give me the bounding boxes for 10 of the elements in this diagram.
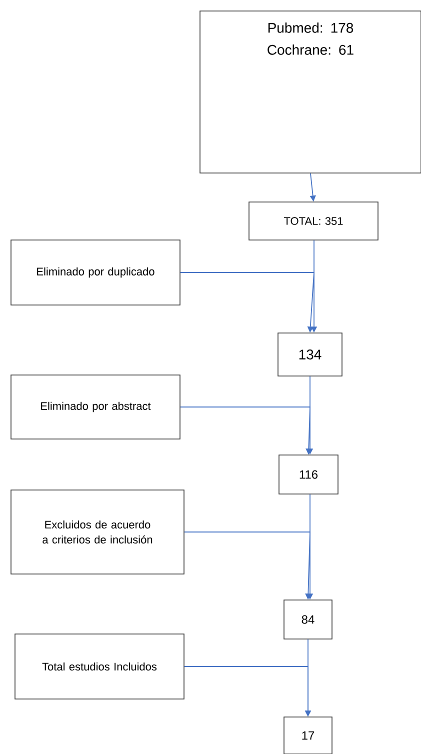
- count-box: 17: [284, 716, 332, 754]
- count-box: 84: [284, 600, 332, 640]
- count-box: Total estudios Incluidos: [14, 634, 184, 700]
- count-box: Eliminado por duplicado: [10, 240, 180, 306]
- count-box: TOTAL: 351: [248, 202, 378, 240]
- count-box: Pubmed: 178 Cochrane: 61: [200, 10, 421, 174]
- count-box: 134: [278, 332, 342, 376]
- count-box: 116: [278, 454, 338, 494]
- count-box: Excluidos de acuerdo a criterios de inclusión: [10, 490, 184, 574]
- count-box: Eliminado por abstract: [10, 374, 180, 440]
